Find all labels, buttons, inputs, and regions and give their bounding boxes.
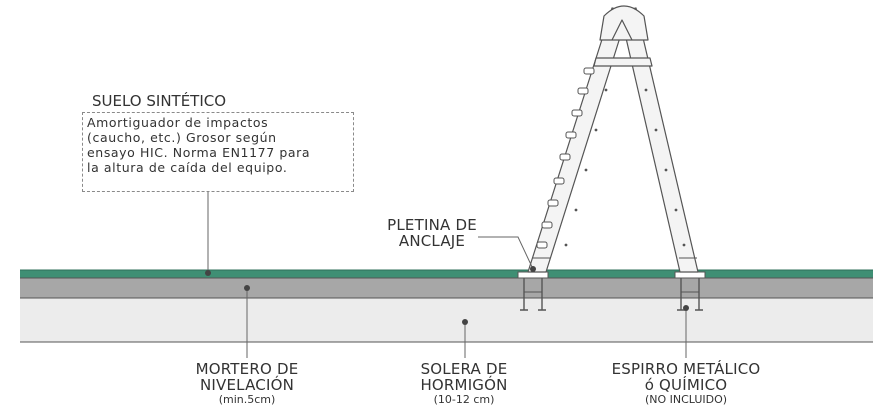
mortero-note: (min.5cm) <box>218 392 276 406</box>
a-frame-climbing-structure <box>527 5 699 273</box>
leader-dots <box>205 266 689 325</box>
suelo-sintetico-label: SUELO SINTÉTICO <box>92 92 227 110</box>
suelo-sintetico-description: Amortiguador de impactos (caucho, etc.) … <box>82 112 354 192</box>
crossbar <box>593 57 653 67</box>
leader-pletina <box>478 236 534 270</box>
solera-note: (10-12 cm) <box>433 392 495 406</box>
solera-label: SOLERA DE HORMIGÓN (10-12 cm) <box>394 360 534 406</box>
espirro-line-2: ó QUÍMICO <box>644 375 728 394</box>
mortero-line-1: MORTERO DE <box>195 360 299 378</box>
pletina-line-2: ANCLAJE <box>398 231 466 250</box>
synthetic-floor-layer <box>20 270 873 278</box>
anchor-plate-right <box>674 271 706 279</box>
espirro-label: ESPIRRO METÁLICO ó QUÍMICO (NO INCLUIDO) <box>596 360 776 406</box>
climbing-holds <box>536 67 595 249</box>
anchor-right <box>674 271 706 311</box>
anchor-plate-left <box>517 271 549 279</box>
mortero-label: MORTERO DE NIVELACIÓN (min.5cm) <box>172 360 322 406</box>
pletina-label: PLETINA DE ANCLAJE <box>384 216 480 250</box>
concrete-slab-layer <box>20 298 873 342</box>
espirro-line-1: ESPIRRO METÁLICO <box>611 360 761 378</box>
right-leg <box>619 7 699 273</box>
mortar-layer <box>20 278 873 298</box>
solera-line-1: SOLERA DE <box>420 360 508 378</box>
solera-line-2: HORMIGÓN <box>420 375 508 394</box>
left-leg <box>527 7 629 273</box>
leader-lines <box>207 192 687 358</box>
espirro-note: (NO INCLUIDO) <box>644 392 728 406</box>
leg-bolts <box>564 88 686 247</box>
mortero-line-2: NIVELACIÓN <box>199 375 294 394</box>
pletina-line-1: PLETINA DE <box>387 216 477 234</box>
